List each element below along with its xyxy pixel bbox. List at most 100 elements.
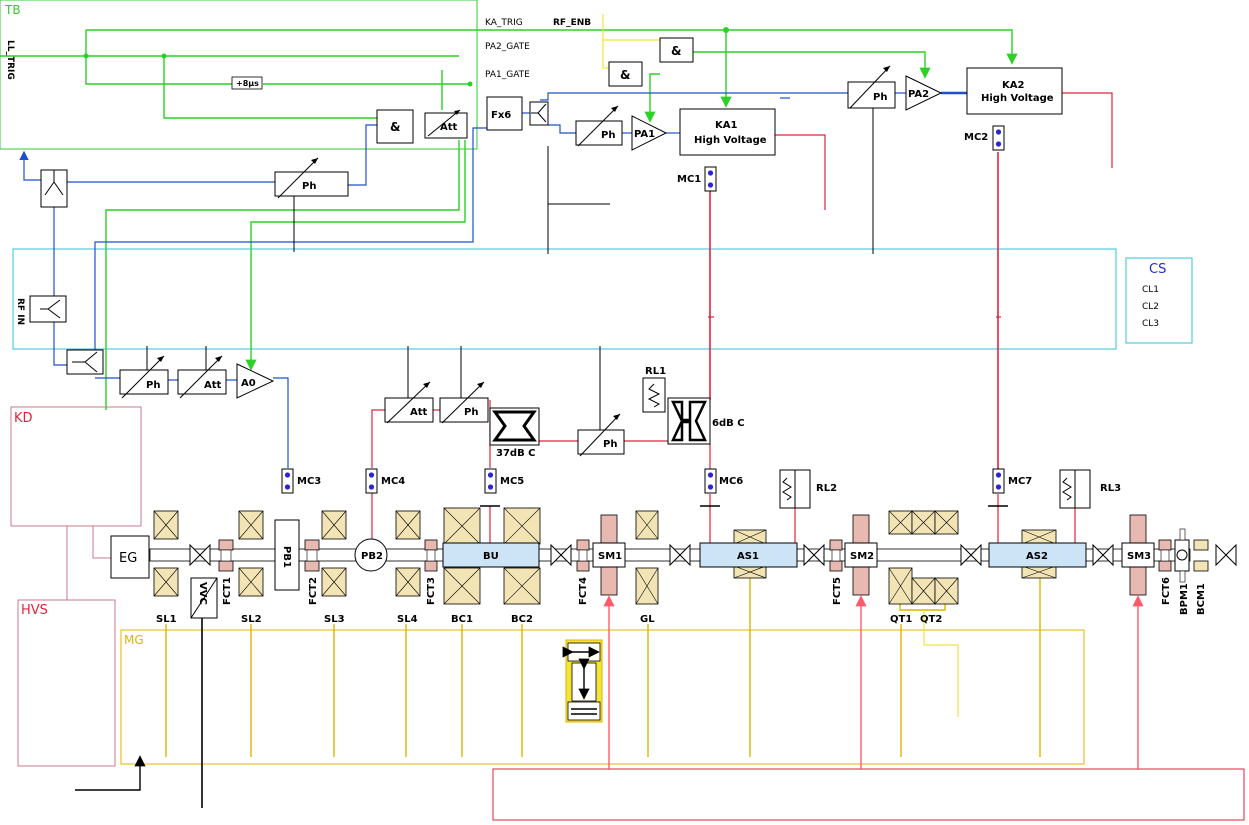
svg-text:MC2: MC2 [964,132,988,143]
coupler-6db: 6dB C [667,397,745,445]
svg-text:6dB C: 6dB C [712,418,745,429]
svg-text:PA2: PA2 [908,89,929,100]
svg-text:PA1: PA1 [634,129,655,140]
tb-label: TB [4,3,21,17]
svg-text:PB1: PB1 [281,546,292,568]
svg-text:Ph: Ph [464,407,478,418]
svg-text:VVC: VVC [197,582,208,605]
rl2-load: RL2 [779,469,837,509]
bcm1-label: BCM1 [1196,583,1207,615]
control-lines [146,108,874,430]
svg-text:+8µs: +8µs [236,79,259,88]
svg-text:High Voltage: High Voltage [694,135,767,146]
sm3: SM3 [1121,542,1155,568]
accelerating-section-as2: AS2 [988,542,1087,568]
fct1-label: FCT1 [222,577,233,605]
monitor-mc6: MC6 [704,468,743,494]
rl1-load: RL1 [642,366,666,413]
cs-region: CS CL1 CL2 CL3 [12,248,1193,350]
svg-text:&: & [620,68,630,82]
amplifier-pa2: PA2 [905,75,943,111]
rf-enb-lines [602,14,660,69]
coupler-37db: 37dB C [489,407,540,459]
svg-text:SM3: SM3 [1127,551,1151,562]
svg-text:Ph: Ph [603,439,617,450]
attenuator-tb: Att [424,109,468,139]
rl3-load: RL3 [1059,469,1121,509]
sm1: SM1 [592,542,626,568]
vvc: VVC [190,577,218,619]
svg-text:37dB C: 37dB C [496,448,536,459]
svg-text:RL1: RL1 [645,366,666,377]
power-lines [371,92,1144,770]
and-gate-3: & [608,61,643,87]
svg-text:MC7: MC7 [1008,476,1032,487]
splitter-tb [529,101,549,126]
svg-text:A0: A0 [241,378,256,389]
svg-text:MC4: MC4 [381,476,405,487]
svg-text:AS1: AS1 [737,551,759,562]
cs-label: CS [1149,262,1166,277]
gl-label: GL [640,614,655,625]
qt1-label: QT1 [890,614,912,625]
sl2-label: SL2 [241,614,262,625]
svg-text:Att: Att [204,380,222,391]
fct6-label: FCT6 [1161,577,1172,605]
svg-text:EG: EG [119,551,137,566]
svg-text:Fx6: Fx6 [491,110,511,121]
svg-text:SM1: SM1 [598,551,622,562]
svg-text:BU: BU [483,551,499,562]
buncher-bu: BU [442,542,540,568]
svg-text:MC6: MC6 [719,476,743,487]
svg-text:MC5: MC5 [500,476,524,487]
electron-gun: EG [110,535,150,579]
svg-text:MC3: MC3 [297,476,321,487]
bc1-label: BC1 [451,614,473,625]
kd-connectors [66,526,111,600]
cs-item-cl1: CL1 [1142,285,1159,295]
current-transformers [218,539,1172,572]
phase-shifter-pa1: Ph [575,105,623,147]
accelerating-section-as1: AS1 [699,542,798,568]
svg-text:RL2: RL2 [816,483,837,494]
pa1-gate-label: PA1_GATE [485,70,530,80]
svg-text:SM2: SM2 [850,551,874,562]
svg-text:KA2: KA2 [1002,80,1024,91]
svg-text:KA1: KA1 [715,120,737,131]
sm2: SM2 [844,542,878,568]
amplifier-pa1: PA1 [631,115,668,151]
trigger-lines [0,27,1018,410]
fct5-label: FCT5 [832,577,843,605]
phase-shifter-pa2: Ph [847,65,896,109]
monitor-mc5: MC5 [484,468,524,494]
svg-text:Ph: Ph [302,181,316,192]
bc2-label: BC2 [511,614,533,625]
bottom-box [492,768,1245,821]
bpm1-label: BPM1 [1179,583,1190,615]
monitor-mc2: MC2 [964,125,1005,151]
and-gate-1: & [376,109,414,144]
sl3-label: SL3 [324,614,345,625]
fct4-label: FCT4 [578,577,589,605]
monitor-mc1: MC1 [677,166,717,192]
svg-text:PB2: PB2 [361,551,383,562]
vacuum-valves [189,543,1237,567]
monitor-mc7: MC7 [992,468,1032,494]
splitter-top [40,169,68,208]
pa2-gate-label: PA2_GATE [485,42,530,52]
phase-shifter-mid: Ph [577,413,625,457]
kd-label: KD [14,411,33,426]
svg-text:MC1: MC1 [677,174,701,185]
svg-text:Att: Att [440,122,458,133]
mg-legend-icon [562,639,603,723]
phase-shifter-bu: Ph [439,381,489,424]
ka-trig-label: KA_TRIG [485,18,523,28]
fct3-label: FCT3 [426,577,437,605]
sl4-label: SL4 [397,614,418,625]
phase-shifter-rf: Ph [119,355,169,399]
hv-cables [75,618,203,808]
monitor-mc3: MC3 [281,468,321,494]
ll-trig-label: LL_TRIG [5,40,15,80]
mg-region: MG [120,629,1085,765]
